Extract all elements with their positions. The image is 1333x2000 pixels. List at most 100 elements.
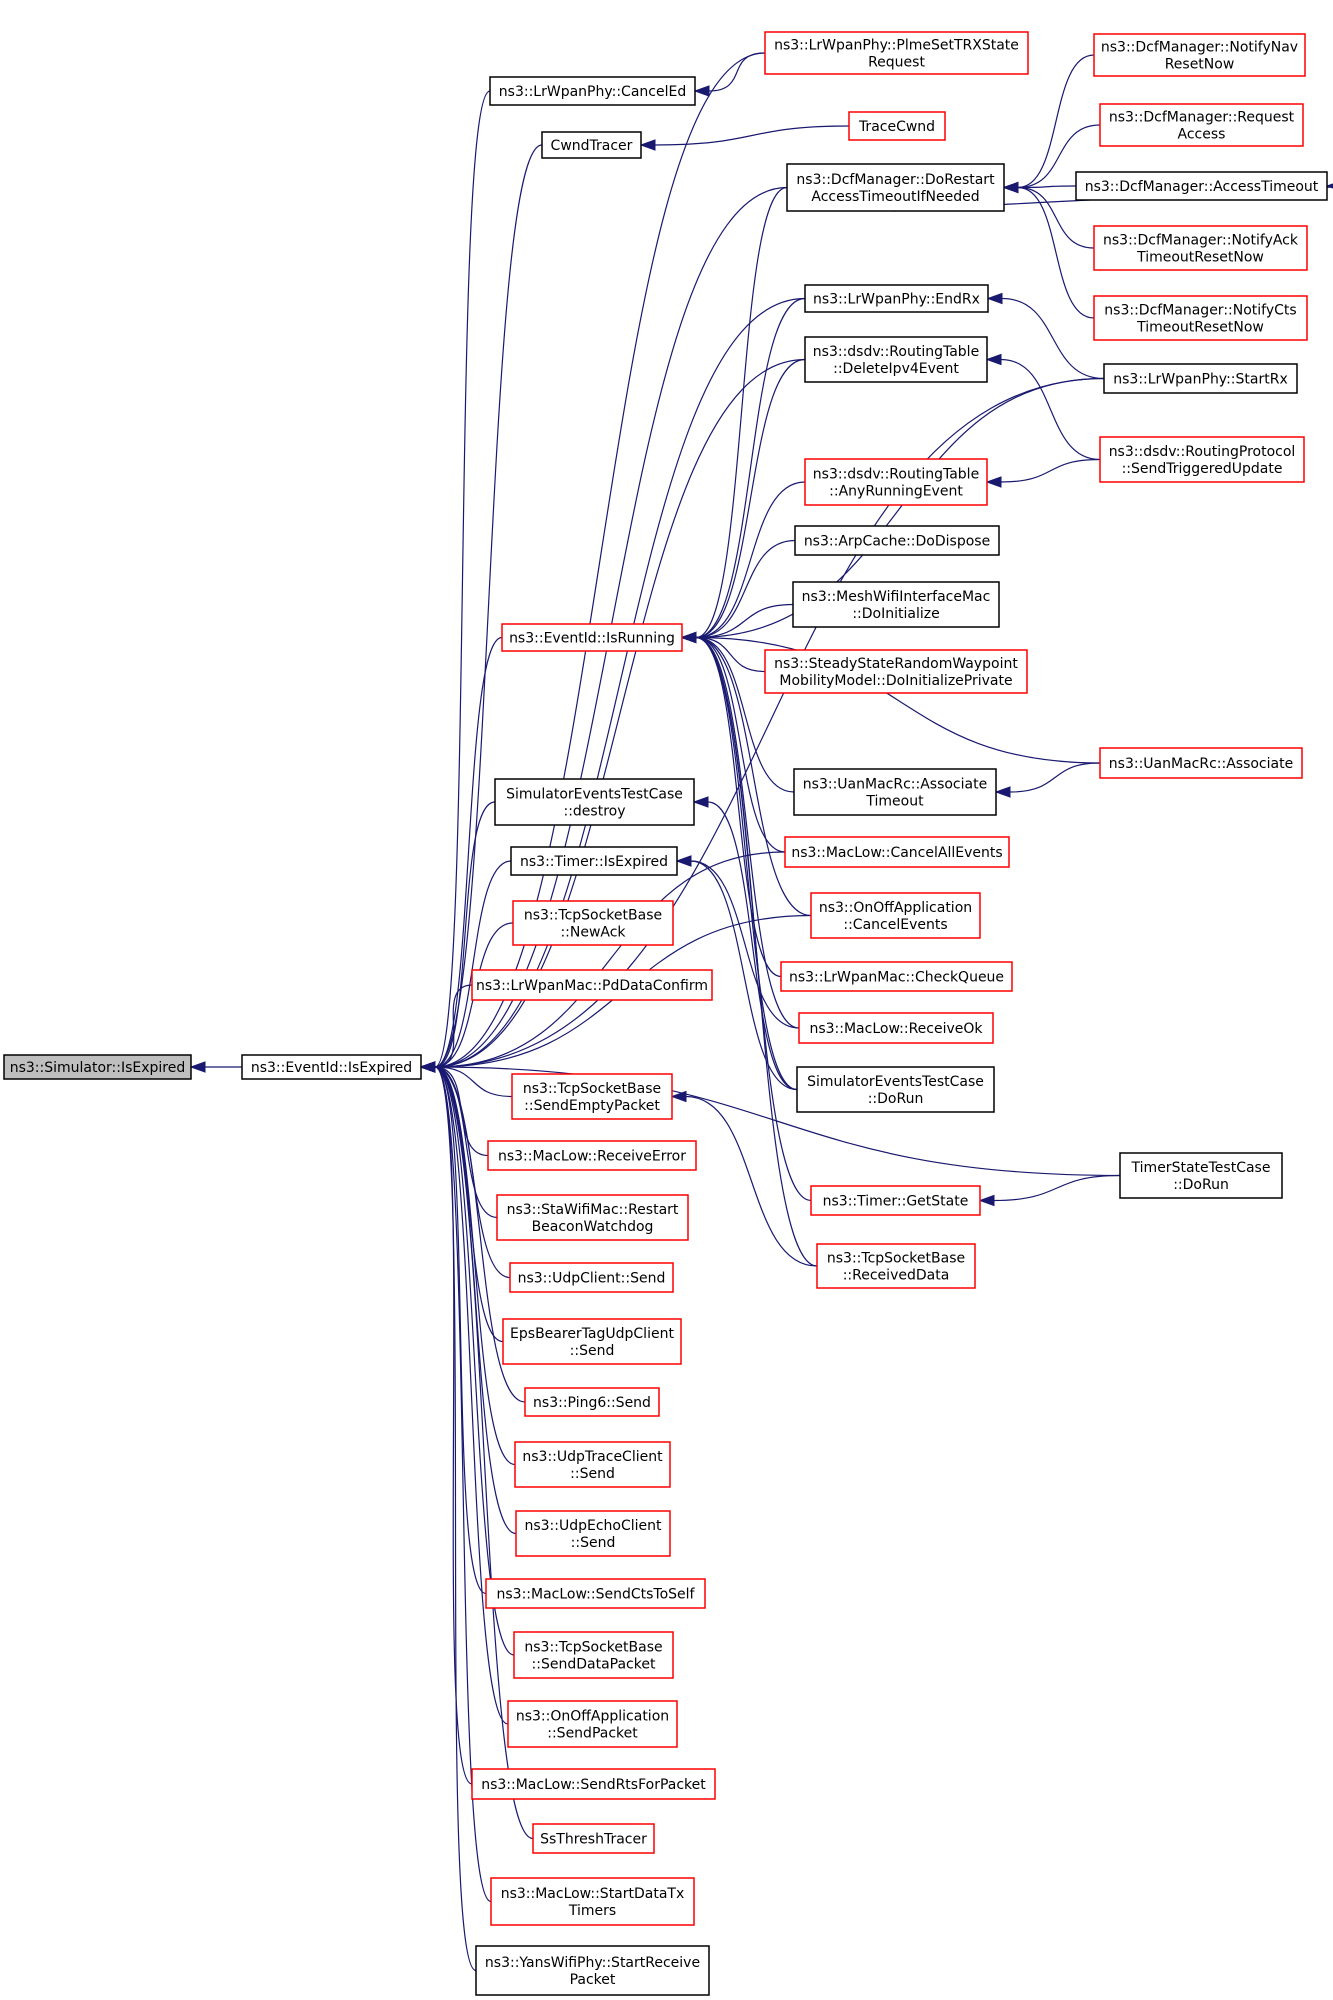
node-label: SimulatorEventsTestCase [506, 787, 683, 803]
node-evt-isexpired[interactable]: ns3::EventId::IsExpired [241, 1054, 422, 1080]
node-timerstate-dorun[interactable]: TimerStateTestCase::DoRun [1119, 1152, 1283, 1199]
node-label: AccessTimeoutIfNeeded [811, 189, 979, 205]
edge-arrowhead [994, 786, 1011, 798]
node-label: ns3::LrWpanPhy::PlmeSetTRXState [774, 38, 1019, 54]
node-evt-isrunning[interactable]: ns3::EventId::IsRunning [501, 623, 683, 652]
edge-arrowhead [978, 1194, 995, 1207]
edge-tcp-receiveddata-to-evt-isrunning [680, 631, 818, 1267]
node-box [804, 458, 988, 506]
node-onoff-cancel[interactable]: ns3::OnOffApplication::CancelEvents [810, 892, 981, 939]
node-cwndtracer[interactable]: CwndTracer [541, 131, 642, 159]
node-udptrace-send[interactable]: ns3::UdpTraceClient::Send [514, 1441, 671, 1488]
node-dsdv-anyrunning[interactable]: ns3::dsdv::RoutingTable::AnyRunningEvent [804, 458, 988, 506]
node-lrphy-endrx[interactable]: ns3::LrWpanPhy::EndRx [804, 284, 989, 313]
node-timer-isexpired[interactable]: ns3::Timer::IsExpired [510, 846, 678, 876]
node-dcf-dorestart[interactable]: ns3::DcfManager::DoRestartAccessTimeoutI… [786, 163, 1005, 212]
node-box [1093, 225, 1308, 271]
node-label: ns3::MacLow::SendCtsToSelf [497, 1587, 696, 1603]
node-label: ::ReceivedData [843, 1268, 950, 1284]
edge-dcf-notifycts-to-dcf-dorestart [1002, 181, 1095, 319]
edge-line [434, 1066, 513, 1098]
node-tracecwnd[interactable]: TraceCwnd [848, 111, 946, 141]
node-box [541, 131, 642, 159]
node-dcf-notifycts[interactable]: ns3::DcfManager::NotifyCtsTimeoutResetNo… [1093, 295, 1308, 341]
node-udpecho-send[interactable]: ns3::UdpEchoClient::Send [515, 1510, 671, 1557]
node-meshwifi-init[interactable]: ns3::MeshWifiInterfaceMac::DoInitialize [792, 581, 1000, 628]
edge-line [685, 1095, 818, 1267]
node-ping6-send[interactable]: ns3::Ping6::Send [524, 1387, 660, 1417]
node-dcf-notifyack[interactable]: ns3::DcfManager::NotifyAckTimeoutResetNo… [1093, 225, 1308, 271]
node-label: ResetNow [1165, 57, 1235, 73]
node-maclow-receiveerror[interactable]: ns3::MacLow::ReceiveError [487, 1140, 697, 1171]
node-label: ::NewAck [560, 925, 626, 941]
node-dsdv-deleteipv4[interactable]: ns3::dsdv::RoutingTable::DeleteIpv4Event [804, 336, 988, 383]
edge-line [1017, 54, 1095, 189]
node-tcp-newack[interactable]: ns3::TcpSocketBase::NewAck [512, 900, 674, 946]
node-uanmacrc-assoc[interactable]: ns3::UanMacRc::Associate [1099, 747, 1303, 779]
node-udpclient-send[interactable]: ns3::UdpClient::Send [509, 1262, 674, 1293]
edge-line [708, 52, 766, 92]
node-label: BeaconWatchdog [532, 1219, 654, 1235]
edge-evt-isexpired-to-sim-isexpired [189, 1061, 243, 1073]
node-label: ns3::LrWpanPhy::CancelEd [499, 84, 686, 100]
node-maclow-sendcts[interactable]: ns3::MacLow::SendCtsToSelf [485, 1578, 706, 1609]
edge-timerstate-dorun-to-timer-getstate [978, 1174, 1121, 1207]
node-box [1093, 33, 1306, 77]
node-label: ns3::UdpClient::Send [518, 1271, 666, 1287]
edge-plmesettrx-to-lrphy-canceled [693, 52, 766, 97]
edge-layer [189, 52, 1333, 1972]
node-ssthresh[interactable]: SsThreshTracer [532, 1823, 655, 1854]
edge-lrphy-endrx-to-evt-isrunning [680, 297, 806, 644]
edge-line [434, 1066, 526, 1403]
node-box [515, 1510, 671, 1557]
node-label: Timeout [865, 794, 924, 810]
node-lrmac-pddata[interactable]: ns3::LrWpanMac::PdDataConfirm [471, 969, 713, 1001]
node-sim-dorun[interactable]: SimulatorEventsTestCase::DoRun [796, 1066, 995, 1113]
node-label: ns3::dsdv::RoutingTable [813, 467, 979, 483]
node-label: ns3::MacLow::ReceiveOk [809, 1021, 983, 1037]
node-lrphy-canceled[interactable]: ns3::LrWpanPhy::CancelEd [489, 76, 696, 106]
node-box [1075, 171, 1328, 201]
node-lrphy-startrx[interactable]: ns3::LrWpanPhy::StartRx [1103, 363, 1298, 394]
edge-yans-startreceive-to-evt-isexpired [419, 1061, 477, 1972]
node-label: ns3::Timer::GetState [823, 1194, 969, 1210]
node-lrmac-checkqueue[interactable]: ns3::LrWpanMac::CheckQueue [780, 961, 1013, 992]
node-timer-getstate[interactable]: ns3::Timer::GetState [810, 1185, 981, 1216]
node-arpcache-dispose[interactable]: ns3::ArpCache::DoDispose [794, 525, 1000, 556]
edge-line [434, 1066, 1121, 1177]
node-tcp-sendempty[interactable]: ns3::TcpSocketBase::SendEmptyPacket [511, 1073, 673, 1120]
node-onoff-sendpacket[interactable]: ns3::OnOffApplication::SendPacket [507, 1700, 678, 1748]
node-maclow-receiveok[interactable]: ns3::MacLow::ReceiveOk [798, 1012, 994, 1044]
node-steadystate-init[interactable]: ns3::SteadyStateRandomWaypointMobilityMo… [764, 649, 1028, 694]
node-label: ns3::TcpSocketBase [524, 908, 662, 924]
node-box [793, 768, 997, 816]
node-box [510, 846, 678, 876]
node-maclow-cancelall[interactable]: ns3::MacLow::CancelAllEvents [784, 836, 1010, 868]
node-label: TimeoutResetNow [1136, 320, 1264, 336]
node-label: ns3::Timer::IsExpired [520, 854, 668, 870]
node-maclow-sendrts[interactable]: ns3::MacLow::SendRtsForPacket [471, 1768, 716, 1800]
node-tcp-senddata[interactable]: ns3::TcpSocketBase::SendDataPacket [513, 1631, 674, 1679]
edge-line [434, 1066, 516, 1466]
node-epsbearer-send[interactable]: EpsBearerTagUdpClient::Send [502, 1318, 682, 1365]
node-label: EpsBearerTagUdpClient [510, 1326, 674, 1342]
node-tcp-receiveddata[interactable]: ns3::TcpSocketBase::ReceivedData [816, 1243, 976, 1289]
edge-arrowhead [675, 855, 692, 867]
node-dcf-accesstimeout[interactable]: ns3::DcfManager::AccessTimeout [1075, 171, 1328, 201]
node-dsdv-sendtriggered[interactable]: ns3::dsdv::RoutingProtocol::SendTriggere… [1099, 436, 1305, 483]
node-label: TraceCwnd [858, 119, 935, 135]
node-sim-destroy[interactable]: SimulatorEventsTestCase::destroy [494, 778, 695, 826]
node-box [509, 1262, 674, 1293]
node-label: ns3::Simulator::IsExpired [10, 1060, 186, 1076]
node-label: ns3::SteadyStateRandomWaypoint [774, 656, 1018, 672]
node-box [489, 76, 696, 106]
node-box [487, 1140, 697, 1171]
node-box [1099, 747, 1303, 779]
